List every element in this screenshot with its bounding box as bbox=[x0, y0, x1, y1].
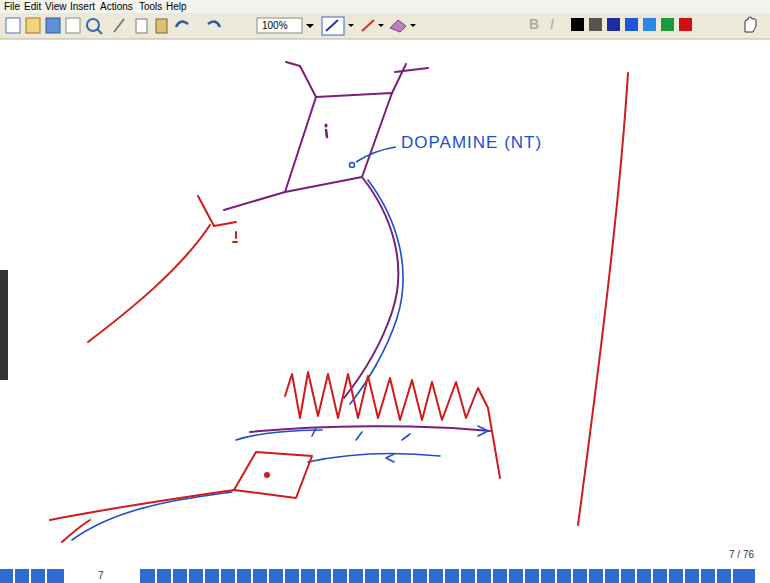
status-bar bbox=[0, 568, 770, 583]
target-neuron bbox=[50, 73, 628, 542]
nucleus-dot bbox=[264, 472, 270, 478]
bold-button: B bbox=[529, 17, 539, 32]
menu-item: Insert bbox=[70, 1, 95, 12]
side-tab bbox=[0, 270, 8, 380]
toolbar bbox=[0, 13, 770, 39]
menu-item: Tools bbox=[139, 1, 162, 12]
toolbar-icons bbox=[6, 17, 756, 35]
italic-button: I bbox=[550, 17, 554, 32]
menu-item: Help bbox=[166, 1, 187, 12]
toolbar-border bbox=[0, 39, 770, 40]
page-number: 7 / 76 bbox=[729, 549, 754, 560]
vesicle-dot bbox=[350, 163, 355, 168]
zoom-value: 100% bbox=[262, 20, 288, 31]
callout-label: DOPAMINE (NT) bbox=[401, 134, 542, 153]
menu-item: File bbox=[4, 1, 20, 12]
menu-bar bbox=[0, 0, 770, 13]
menu-item: Edit bbox=[24, 1, 41, 12]
menu-item: Actions bbox=[100, 1, 133, 12]
leader-line bbox=[356, 147, 396, 162]
signal-path bbox=[72, 180, 488, 540]
page-counter: 7 bbox=[98, 570, 104, 581]
dopamine-neuron bbox=[224, 62, 490, 432]
menu-item: View bbox=[45, 1, 67, 12]
